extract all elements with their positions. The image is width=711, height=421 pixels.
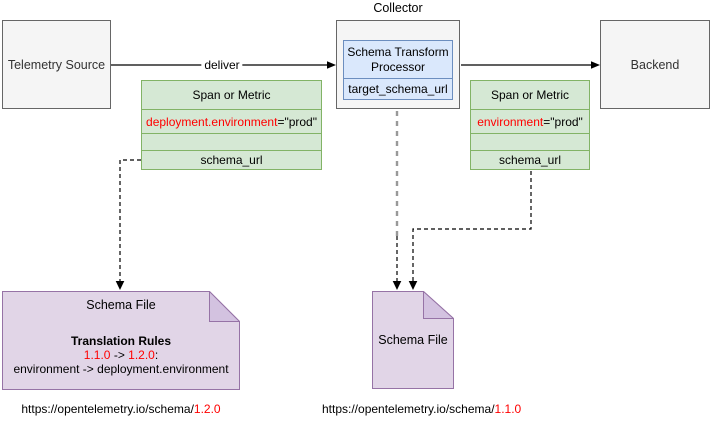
collector-label: Collector (373, 1, 423, 15)
span-or-metric-left-node: Span or Metric deployment.environment="p… (141, 80, 322, 170)
left-schema-url-connector (115, 159, 141, 290)
processor-title: Schema Transform Processor (347, 44, 449, 74)
backend-node: Backend (600, 20, 710, 109)
version-arrow: -> (110, 348, 129, 362)
target-schema-url-connector (392, 101, 402, 290)
span-left-schema-url-row: schema_url (142, 150, 321, 169)
collector-to-backend-arrow (461, 61, 600, 69)
translation-version-line: 1.1.0 -> 1.2.0: (2, 348, 240, 362)
span-left-header: Span or Metric (192, 88, 271, 102)
span-left-attribute-value: ="prod" (277, 114, 317, 129)
processor-target-schema-url-field: target_schema_url (344, 78, 452, 99)
right-schema-url-connector (408, 171, 532, 290)
span-left-empty-row (142, 133, 321, 150)
deliver-edge-label: deliver (201, 58, 243, 72)
span-right-attribute-row: environment="prod" (471, 109, 589, 133)
url-right-version: 1.1.0 (494, 402, 522, 416)
telemetry-source-node: Telemetry Source (2, 20, 111, 109)
folded-corner (423, 291, 454, 319)
span-left-attribute-row: deployment.environment="prod" (142, 109, 321, 133)
span-left-attribute-key: deployment.environment (146, 114, 278, 129)
span-right-attribute-key: environment (477, 114, 544, 129)
url-left-base: https://opentelemetry.io/schema/ (21, 402, 194, 416)
schema-file-middle-node: Schema File (372, 291, 454, 389)
schema-file-left-title: Schema File (86, 298, 156, 312)
translation-rule-line: environment -> deployment.environment (13, 362, 229, 376)
span-right-empty-row (471, 133, 589, 150)
schema-transform-processor-node: Schema Transform Processor target_schema… (343, 40, 453, 100)
span-right-attribute-value: ="prod" (543, 114, 583, 129)
schema-url-right-text: https://opentelemetry.io/schema/1.1.0 (322, 402, 521, 416)
note-shape (2, 291, 240, 390)
version-suffix: : (154, 348, 159, 362)
version-from: 1.1.0 (83, 348, 111, 362)
span-right-header: Span or Metric (490, 88, 570, 102)
schema-file-left-node: Schema File Translation Rules 1.1.0 -> 1… (2, 291, 240, 390)
telemetry-source-label: Telemetry Source (7, 57, 106, 72)
span-right-schema-url-row: schema_url (471, 150, 589, 169)
schema-file-middle-title: Schema File (378, 333, 448, 347)
span-or-metric-right-node: Span or Metric environment="prod" schema… (470, 80, 590, 170)
translation-rules-heading: Translation Rules (70, 334, 172, 348)
url-right-base: https://opentelemetry.io/schema/ (322, 402, 495, 416)
folded-corner (209, 291, 240, 322)
backend-label: Backend (630, 57, 680, 72)
note-shape (372, 291, 454, 389)
version-to: 1.2.0 (128, 348, 155, 362)
schema-url-left-text: https://opentelemetry.io/schema/1.2.0 (2, 402, 240, 416)
url-left-version: 1.2.0 (193, 402, 221, 416)
